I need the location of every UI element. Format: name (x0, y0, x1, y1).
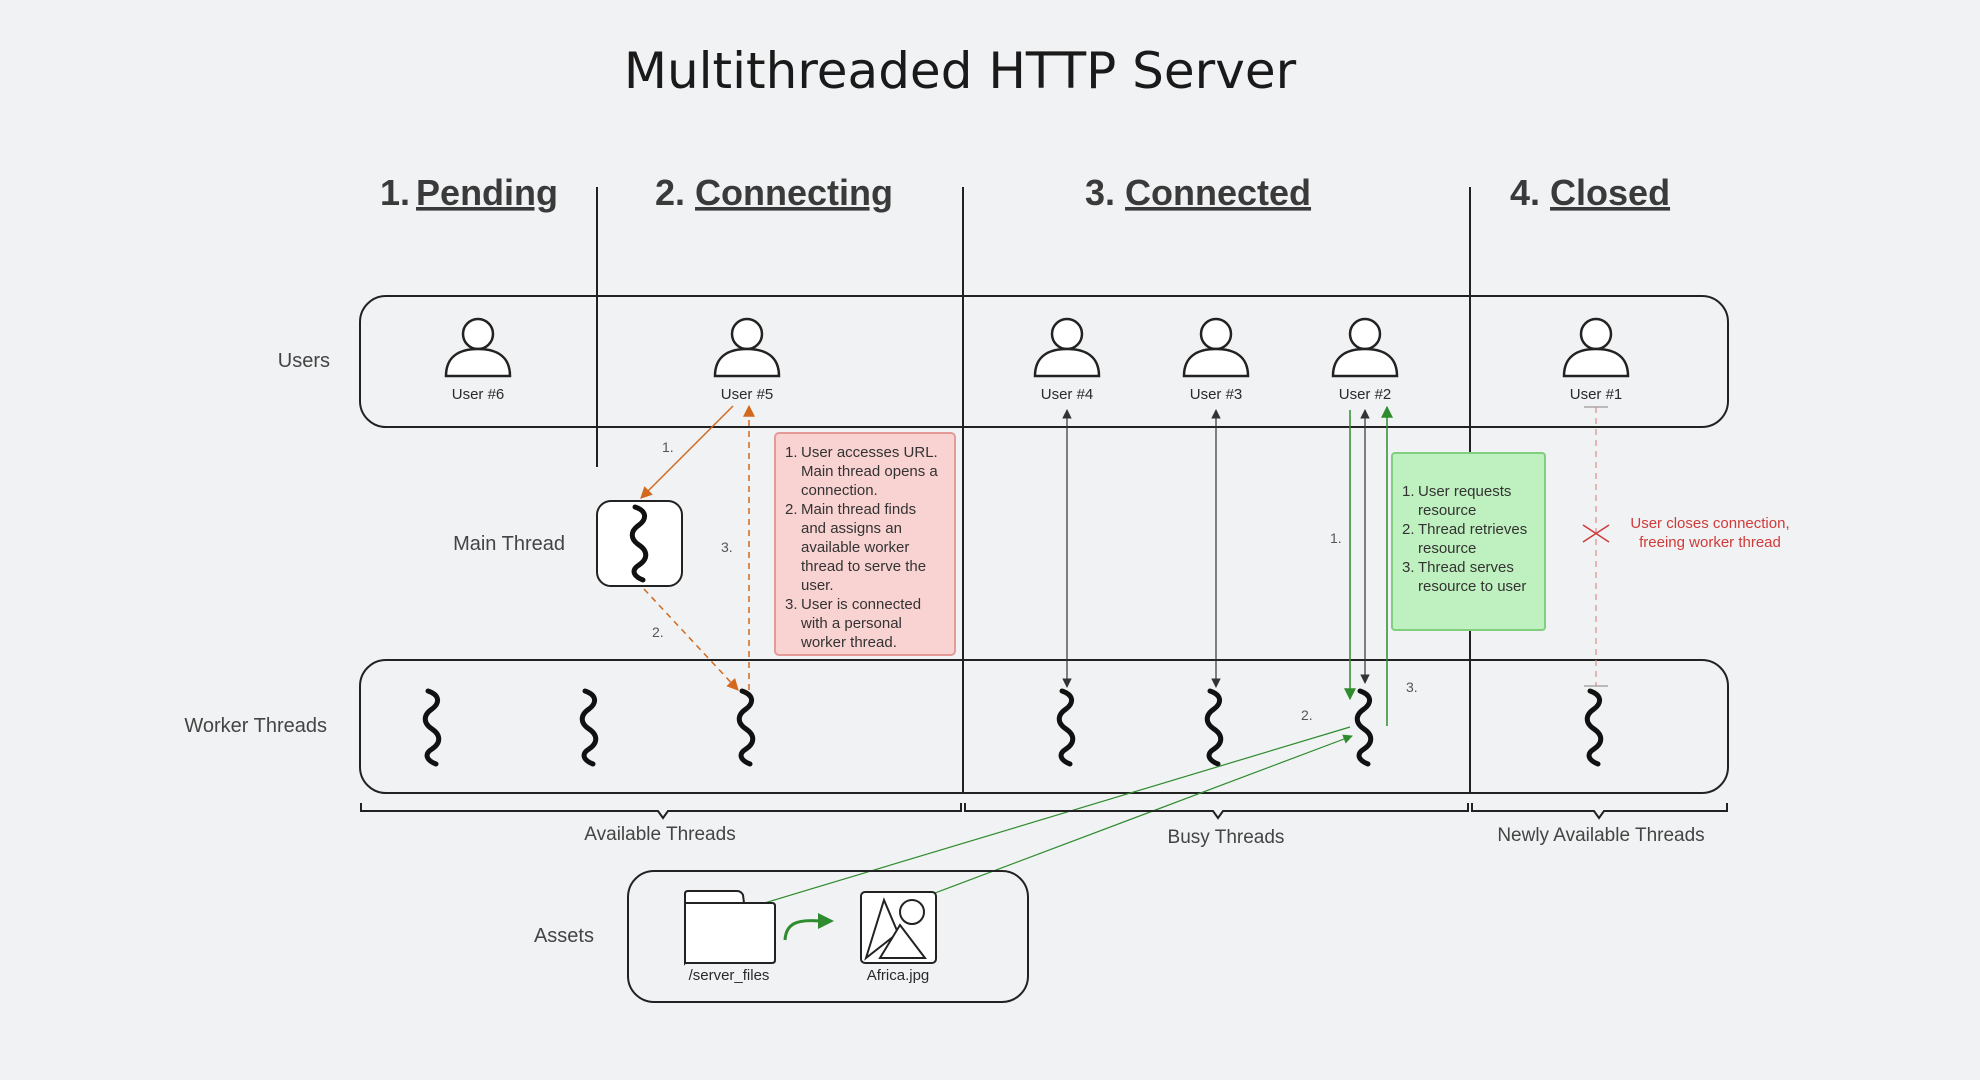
phase-header-closed: 4.Closed (1510, 172, 1670, 213)
phase-header-pending: 1.Pending (380, 172, 558, 213)
svg-text:3.: 3. (1402, 559, 1415, 576)
svg-text:and assigns an: and assigns an (801, 520, 902, 537)
svg-text:Main thread finds: Main thread finds (801, 501, 916, 518)
svg-text:Thread serves: Thread serves (1418, 559, 1514, 576)
arrow-step-1-connecting (640, 405, 734, 499)
group-label-newly-available: Newly Available Threads (1497, 825, 1704, 846)
brace-newly-available-threads (1471, 803, 1728, 820)
phase-header-connected: 3.Connected (1085, 172, 1311, 213)
image-label: Africa.jpg (867, 967, 930, 984)
close-icon (1582, 524, 1610, 543)
closed-note-line-1: User closes connection, (1630, 515, 1789, 532)
row-label-users: Users (278, 350, 330, 372)
row-label-main-thread: Main Thread (453, 533, 565, 555)
user-label: User #6 (452, 386, 505, 403)
group-label-busy: Busy Threads (1168, 827, 1285, 848)
image-icon (860, 891, 937, 964)
connecting-note: 1. User accesses URL. Main thread opens … (774, 432, 956, 656)
svg-text:available worker: available worker (801, 539, 909, 556)
brace-available-threads (360, 803, 962, 820)
svg-text:worker thread.: worker thread. (800, 634, 897, 651)
step-label: 2. (652, 624, 664, 640)
step-label: 3. (1406, 679, 1418, 695)
row-label-worker-threads: Worker Threads (184, 715, 327, 737)
svg-text:3.: 3. (785, 596, 798, 613)
thread-icon (425, 691, 439, 764)
user-label: User #4 (1041, 386, 1094, 403)
svg-text:connection.: connection. (801, 482, 878, 499)
svg-text:2.: 2. (785, 501, 798, 518)
folder-icon (684, 890, 776, 966)
thread-icon (1587, 691, 1601, 764)
user-icon (1182, 317, 1250, 378)
svg-text:with a personal: with a personal (800, 615, 902, 632)
user-1: User #1 (1562, 317, 1630, 403)
user-label: User #2 (1339, 386, 1392, 403)
step-label: 2. (1301, 707, 1313, 723)
svg-text:user.: user. (801, 577, 834, 594)
svg-text:2.Connecting: 2.Connecting (655, 172, 893, 213)
thread-icon (1059, 691, 1073, 764)
diagram-title: Multithreaded HTTP Server (624, 42, 1297, 100)
thread-icon (1357, 691, 1371, 764)
svg-text:Thread retrieves: Thread retrieves (1418, 521, 1527, 538)
closed-note-line-2: freeing worker thread (1639, 534, 1781, 551)
svg-text:4.Closed: 4.Closed (1510, 172, 1670, 213)
svg-text:1.: 1. (1402, 483, 1415, 500)
svg-text:3.Connected: 3.Connected (1085, 172, 1311, 213)
arrow-step-2-connecting (643, 588, 739, 691)
svg-text:Main thread opens a: Main thread opens a (801, 463, 938, 480)
brace-busy-threads (964, 803, 1469, 820)
worker-threads-lane (359, 659, 1729, 794)
user-icon (1033, 317, 1101, 378)
folder-label: /server_files (689, 967, 770, 984)
user-6: User #6 (444, 317, 512, 403)
svg-text:User is connected: User is connected (801, 596, 921, 613)
user-5: User #5 (713, 317, 781, 403)
thread-icon (739, 691, 753, 764)
move-arrow-shaft (783, 919, 821, 941)
arrow-step-2-retrieve (740, 726, 1351, 913)
move-arrow-head (818, 913, 834, 929)
user-label: User #5 (721, 386, 774, 403)
svg-text:resource: resource (1418, 540, 1476, 557)
user-4: User #4 (1033, 317, 1101, 403)
svg-text:resource: resource (1418, 502, 1476, 519)
assets-box (627, 870, 1029, 1003)
user-label: User #3 (1190, 386, 1243, 403)
arrow-step-2-return (934, 734, 1353, 894)
thread-icon (582, 691, 596, 764)
user-icon (444, 317, 512, 378)
user-2: User #2 (1331, 317, 1399, 403)
svg-text:1.Pending: 1.Pending (380, 172, 558, 213)
svg-text:thread to serve the: thread to serve the (801, 558, 926, 575)
step-label: 1. (1330, 530, 1342, 546)
phase-header-connecting: 2.Connecting (655, 172, 893, 213)
user-icon (713, 317, 781, 378)
svg-text:User requests: User requests (1418, 483, 1511, 500)
user-3: User #3 (1182, 317, 1250, 403)
connected-note: 1. User requests resource 2. Thread retr… (1391, 452, 1546, 631)
group-label-available: Available Threads (584, 824, 735, 845)
user-icon (1331, 317, 1399, 378)
user-icon (1562, 317, 1630, 378)
row-label-assets: Assets (534, 925, 594, 947)
step-label: 1. (662, 439, 674, 455)
step-label: 3. (721, 539, 733, 555)
users-lane (359, 295, 1729, 428)
user-label: User #1 (1570, 386, 1623, 403)
svg-text:resource to user: resource to user (1418, 578, 1526, 595)
svg-text:2.: 2. (1402, 521, 1415, 538)
svg-text:1.: 1. (785, 444, 798, 461)
thread-icon (1207, 691, 1221, 764)
svg-text:User accesses URL.: User accesses URL. (801, 444, 938, 461)
